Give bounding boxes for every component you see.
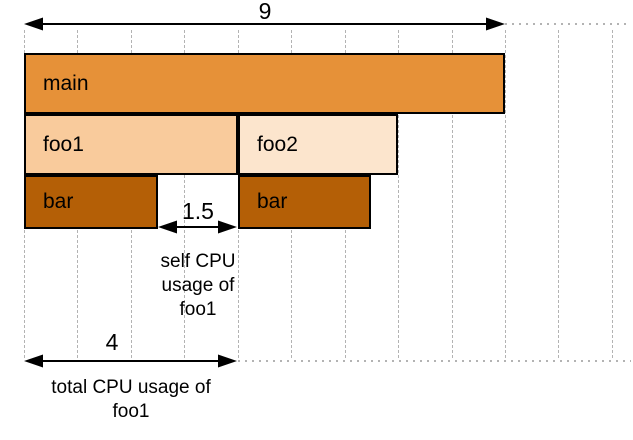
grid-line [452, 30, 453, 358]
frame-bar-left: bar [24, 175, 158, 229]
frame-bar-right-label: bar [257, 190, 288, 213]
grid-line [612, 30, 613, 358]
grid-line [398, 30, 399, 358]
frame-main: main [24, 53, 505, 114]
total-width-value: 9 [258, 0, 272, 24]
frame-main-label: main [43, 71, 89, 95]
self-cpu-value: 1.5 [182, 198, 214, 224]
frame-foo1: foo1 [24, 114, 238, 175]
frame-foo2-label: foo2 [257, 132, 298, 156]
self-cpu-caption-line: usage of [161, 275, 235, 296]
grid-line [558, 30, 559, 358]
self-cpu-caption-line: self CPU [160, 251, 236, 272]
total-cpu-caption: total CPU usage of foo1 [31, 376, 231, 424]
self-cpu-caption: self CPU usage of foo1 [148, 250, 248, 322]
top-dotted-extension-line [505, 23, 631, 25]
bottom-dotted-extension-line [238, 360, 631, 362]
total-cpu-value: 4 [105, 329, 119, 355]
self-cpu-caption-line: foo1 [179, 299, 217, 320]
grid-line [505, 30, 506, 358]
frame-foo2: foo2 [238, 114, 398, 175]
grid-line [184, 30, 185, 358]
total-cpu-caption-line: total CPU usage of [51, 377, 211, 398]
frame-foo1-label: foo1 [43, 132, 84, 156]
total-cpu-caption-line: foo1 [112, 401, 150, 422]
frame-bar-left-label: bar [43, 190, 74, 213]
frame-bar-right: bar [238, 175, 371, 229]
